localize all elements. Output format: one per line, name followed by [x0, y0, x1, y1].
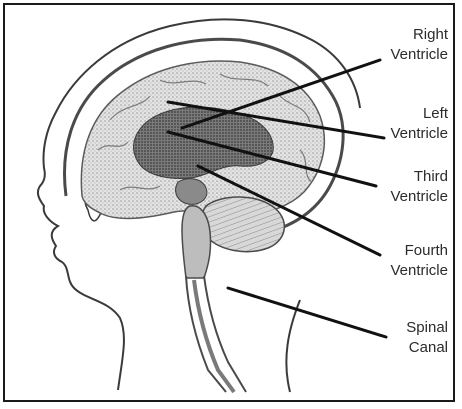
label-spinal-canal-line1: Spinal — [370, 318, 448, 338]
label-spinal-canal: Spinal Canal — [370, 318, 448, 358]
label-third-ventricle: Third Ventricle — [370, 167, 448, 207]
label-right-ventricle-line2: Ventricle — [370, 45, 448, 65]
label-fourth-ventricle-line2: Ventricle — [370, 261, 448, 281]
label-left-ventricle-line1: Left — [370, 104, 448, 124]
brainstem — [182, 206, 211, 278]
spinal-canal-shape — [194, 280, 234, 392]
label-left-ventricle: Left Ventricle — [370, 104, 448, 144]
pointer-spinal-canal — [228, 288, 386, 337]
cerebellum — [202, 197, 285, 252]
label-third-ventricle-line1: Third — [370, 167, 448, 187]
label-fourth-ventricle: Fourth Ventricle — [370, 241, 448, 281]
label-right-ventricle-line1: Right — [370, 25, 448, 45]
label-spinal-canal-line2: Canal — [370, 338, 448, 358]
label-fourth-ventricle-line1: Fourth — [370, 241, 448, 261]
label-left-ventricle-line2: Ventricle — [370, 124, 448, 144]
neck-back — [286, 300, 300, 392]
label-right-ventricle: Right Ventricle — [370, 25, 448, 65]
third-ventricle-shape — [176, 179, 207, 205]
label-third-ventricle-line2: Ventricle — [370, 187, 448, 207]
